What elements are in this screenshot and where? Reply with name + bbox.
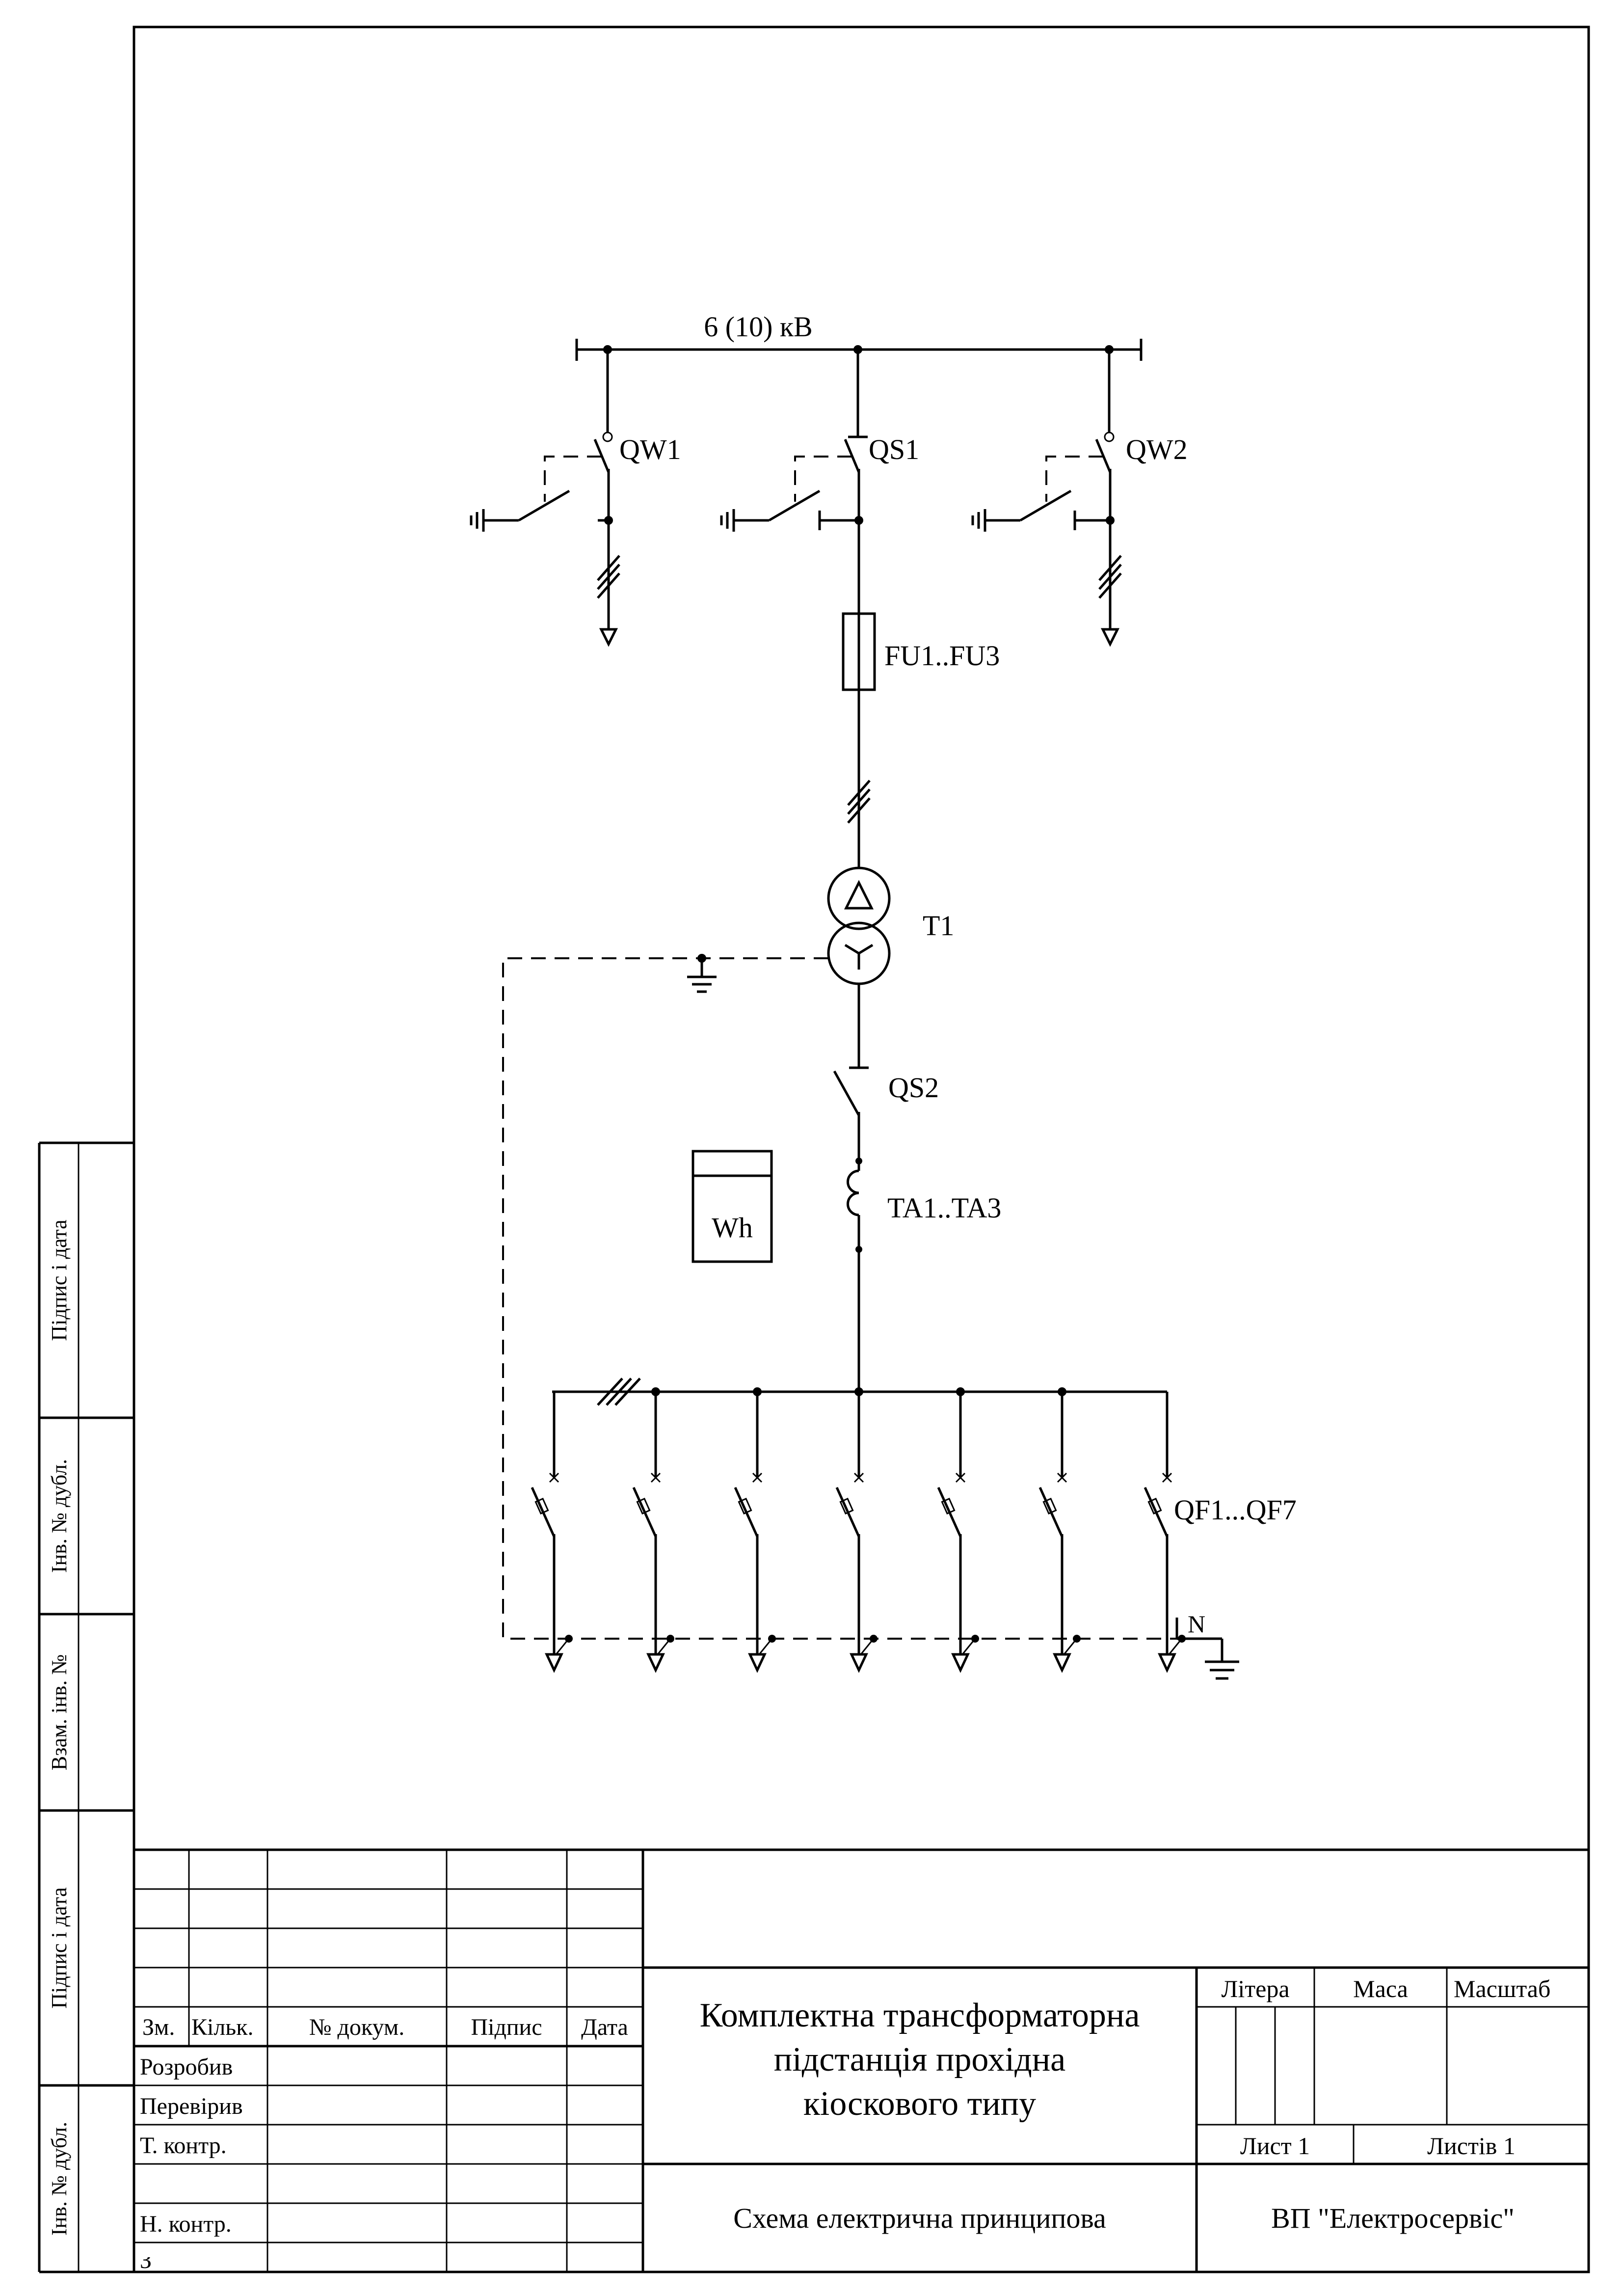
disconnector-qs1 — [720, 350, 868, 614]
neutral-conductor — [502, 954, 1177, 1640]
current-transformers-ta — [847, 1158, 862, 1392]
cell-sheet: Лист 1 — [1240, 2132, 1310, 2160]
side-field-signature-date-2: Підпис і дата — [47, 1887, 71, 2008]
cell-masa: Маса — [1353, 1975, 1408, 2002]
side-field-duplicate-inv-2: Інв. № дубл. — [47, 2122, 71, 2236]
schematic: 6 (10) кВ QW1 — [470, 311, 1297, 1680]
title-line-2: підстанція прохідна — [774, 2041, 1066, 2079]
breaker-branch — [734, 1392, 776, 1673]
side-stamp: Підпис і дата Інв. № дубл. Взам. інв. № … — [47, 1219, 71, 2236]
energy-meter-wh — [692, 1150, 773, 1263]
cell-masshtab: Масштаб — [1454, 1975, 1550, 2002]
title-line-1: Комплектна трансформаторна — [700, 1997, 1140, 2034]
organization-name: ВП "Електросервіс" — [1271, 2202, 1515, 2234]
breaker-branch — [632, 1392, 674, 1673]
role-norm-control: Н. контр. — [140, 2211, 232, 2237]
role-checker: Перевірив — [140, 2093, 243, 2119]
label-ta: TA1..TA3 — [887, 1192, 1001, 1224]
transformer-t1 — [827, 866, 891, 1068]
role-developer: Розробив — [140, 2054, 233, 2080]
label-qs1: QS1 — [869, 433, 919, 465]
label-meter: Wh — [712, 1212, 753, 1243]
sheet-frame — [38, 26, 1590, 2273]
cell-sheets-total: Листів 1 — [1427, 2132, 1516, 2160]
breaker-branch — [1144, 1392, 1186, 1673]
label-neutral: N — [1188, 1610, 1205, 1638]
cell-litera: Літера — [1221, 1975, 1289, 2002]
header-zm: Зм. — [142, 2014, 175, 2040]
role-tech-control: Т. контр. — [140, 2133, 227, 2159]
circuit-breakers-qf1-qf7 — [531, 1392, 1186, 1673]
label-qs2: QS2 — [888, 1072, 939, 1104]
header-kilk: Кільк. — [191, 2014, 254, 2040]
side-field-replaced-inv: Взам. інв. № — [47, 1654, 71, 1771]
document-type: Схема електрична принципова — [733, 2202, 1106, 2234]
side-field-duplicate-inv-1: Інв. № дубл. — [47, 1459, 71, 1573]
hv-bus-label: 6 (10) кВ — [704, 311, 813, 343]
header-dokum: № докум. — [309, 2014, 405, 2040]
disconnector-qs2 — [833, 1066, 869, 1161]
breaker-branch — [835, 1392, 878, 1673]
breaker-branch — [937, 1392, 979, 1673]
side-field-signature-date-1: Підпис і дата — [47, 1219, 71, 1341]
role-partial: З — [140, 2247, 152, 2273]
title-line-3: кіоскового типу — [803, 2085, 1036, 2123]
breaker-branch — [531, 1392, 573, 1673]
load-break-switch-qw1 — [470, 350, 620, 647]
label-qw2: QW2 — [1126, 433, 1188, 465]
breaker-branch — [1038, 1392, 1081, 1673]
label-qf: QF1...QF7 — [1174, 1494, 1297, 1526]
label-fu: FU1..FU3 — [884, 640, 1000, 672]
title-block: Зм. Кільк. № докум. Підпис Дата Розробив… — [134, 1848, 1589, 2273]
label-qw1: QW1 — [619, 433, 681, 465]
neutral-ground — [1175, 1618, 1239, 1680]
fuses-fu1-fu3 — [842, 612, 876, 869]
header-data: Дата — [581, 2014, 628, 2040]
label-t1: T1 — [923, 910, 954, 942]
load-break-switch-qw2 — [971, 350, 1122, 647]
header-pidpys: Підпис — [471, 2014, 542, 2040]
